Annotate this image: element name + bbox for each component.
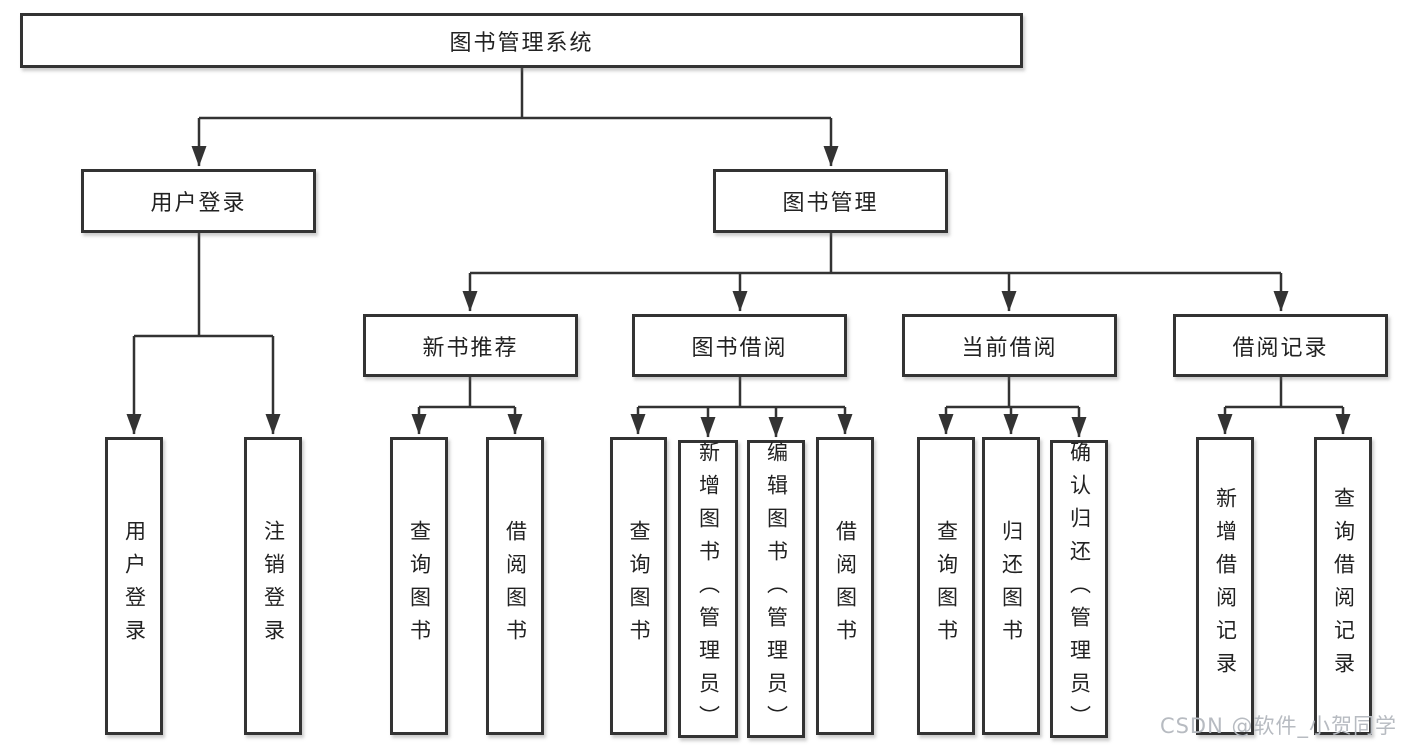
leaf-user-login-label: 用户登录: [122, 520, 147, 652]
leaf-add-borrow-record: 新增借阅记录: [1196, 437, 1254, 735]
leaf-user-login: 用户登录: [105, 437, 163, 735]
leaf-add-book-admin-label: 新增图书（管理员）: [696, 440, 721, 738]
leaf-query-books-borrow-label: 查询图书: [627, 520, 651, 652]
leaf-return-books-label: 归还图书: [999, 520, 1024, 652]
leaf-borrow-books-recommend-label: 借阅图书: [503, 520, 528, 652]
csdn-watermark: CSDN @软件_小贺同学: [1159, 714, 1397, 738]
leaf-logout-label: 注销登录: [261, 520, 286, 652]
node-current-borrowing: 当前借阅: [902, 314, 1117, 377]
leaf-logout: 注销登录: [244, 437, 302, 735]
connector-arrows: [126, 118, 1351, 438]
node-root: 图书管理系统: [20, 13, 1023, 68]
connector-trunks: [134, 68, 1343, 409]
node-root-label: 图书管理系统: [449, 30, 594, 56]
leaf-edit-book-admin-label: 编辑图书（管理员）: [764, 440, 789, 738]
node-book-management: 图书管理: [713, 169, 948, 233]
node-new-book-recommendation-label: 新书推荐: [422, 335, 519, 361]
leaf-query-borrow-record-label: 查询借阅记录: [1331, 487, 1356, 685]
node-borrowing-records-label: 借阅记录: [1232, 335, 1329, 361]
leaf-return-books: 归还图书: [982, 437, 1040, 735]
leaf-query-books-recommend: 查询图书: [390, 437, 448, 735]
node-book-borrowing-label: 图书借阅: [691, 335, 788, 361]
leaf-query-books-current: 查询图书: [917, 437, 975, 735]
leaf-query-borrow-record: 查询借阅记录: [1314, 437, 1372, 735]
leaf-edit-book-admin: 编辑图书（管理员）: [747, 440, 805, 738]
leaf-add-borrow-record-label: 新增借阅记录: [1213, 487, 1238, 685]
leaf-query-books-recommend-label: 查询图书: [407, 520, 432, 652]
node-user-login-label: 用户登录: [150, 191, 247, 216]
leaf-query-books-current-label: 查询图书: [934, 520, 959, 652]
leaf-confirm-return-admin-label: 确认归还（管理员）: [1067, 440, 1092, 738]
node-new-book-recommendation: 新书推荐: [363, 314, 578, 377]
leaf-borrow-books-recommend: 借阅图书: [486, 437, 544, 735]
node-current-borrowing-label: 当前借阅: [961, 335, 1058, 361]
leaf-add-book-admin: 新增图书（管理员）: [678, 440, 738, 738]
leaf-confirm-return-admin: 确认归还（管理员）: [1050, 440, 1108, 738]
node-borrowing-records: 借阅记录: [1173, 314, 1388, 377]
node-user-login: 用户登录: [81, 169, 316, 233]
leaf-borrow-books-label: 借阅图书: [833, 520, 858, 652]
node-book-management-label: 图书管理: [782, 191, 879, 216]
leaf-borrow-books: 借阅图书: [816, 437, 874, 735]
node-book-borrowing: 图书借阅: [632, 314, 847, 377]
leaf-query-books-borrow: 查询图书: [610, 437, 667, 735]
